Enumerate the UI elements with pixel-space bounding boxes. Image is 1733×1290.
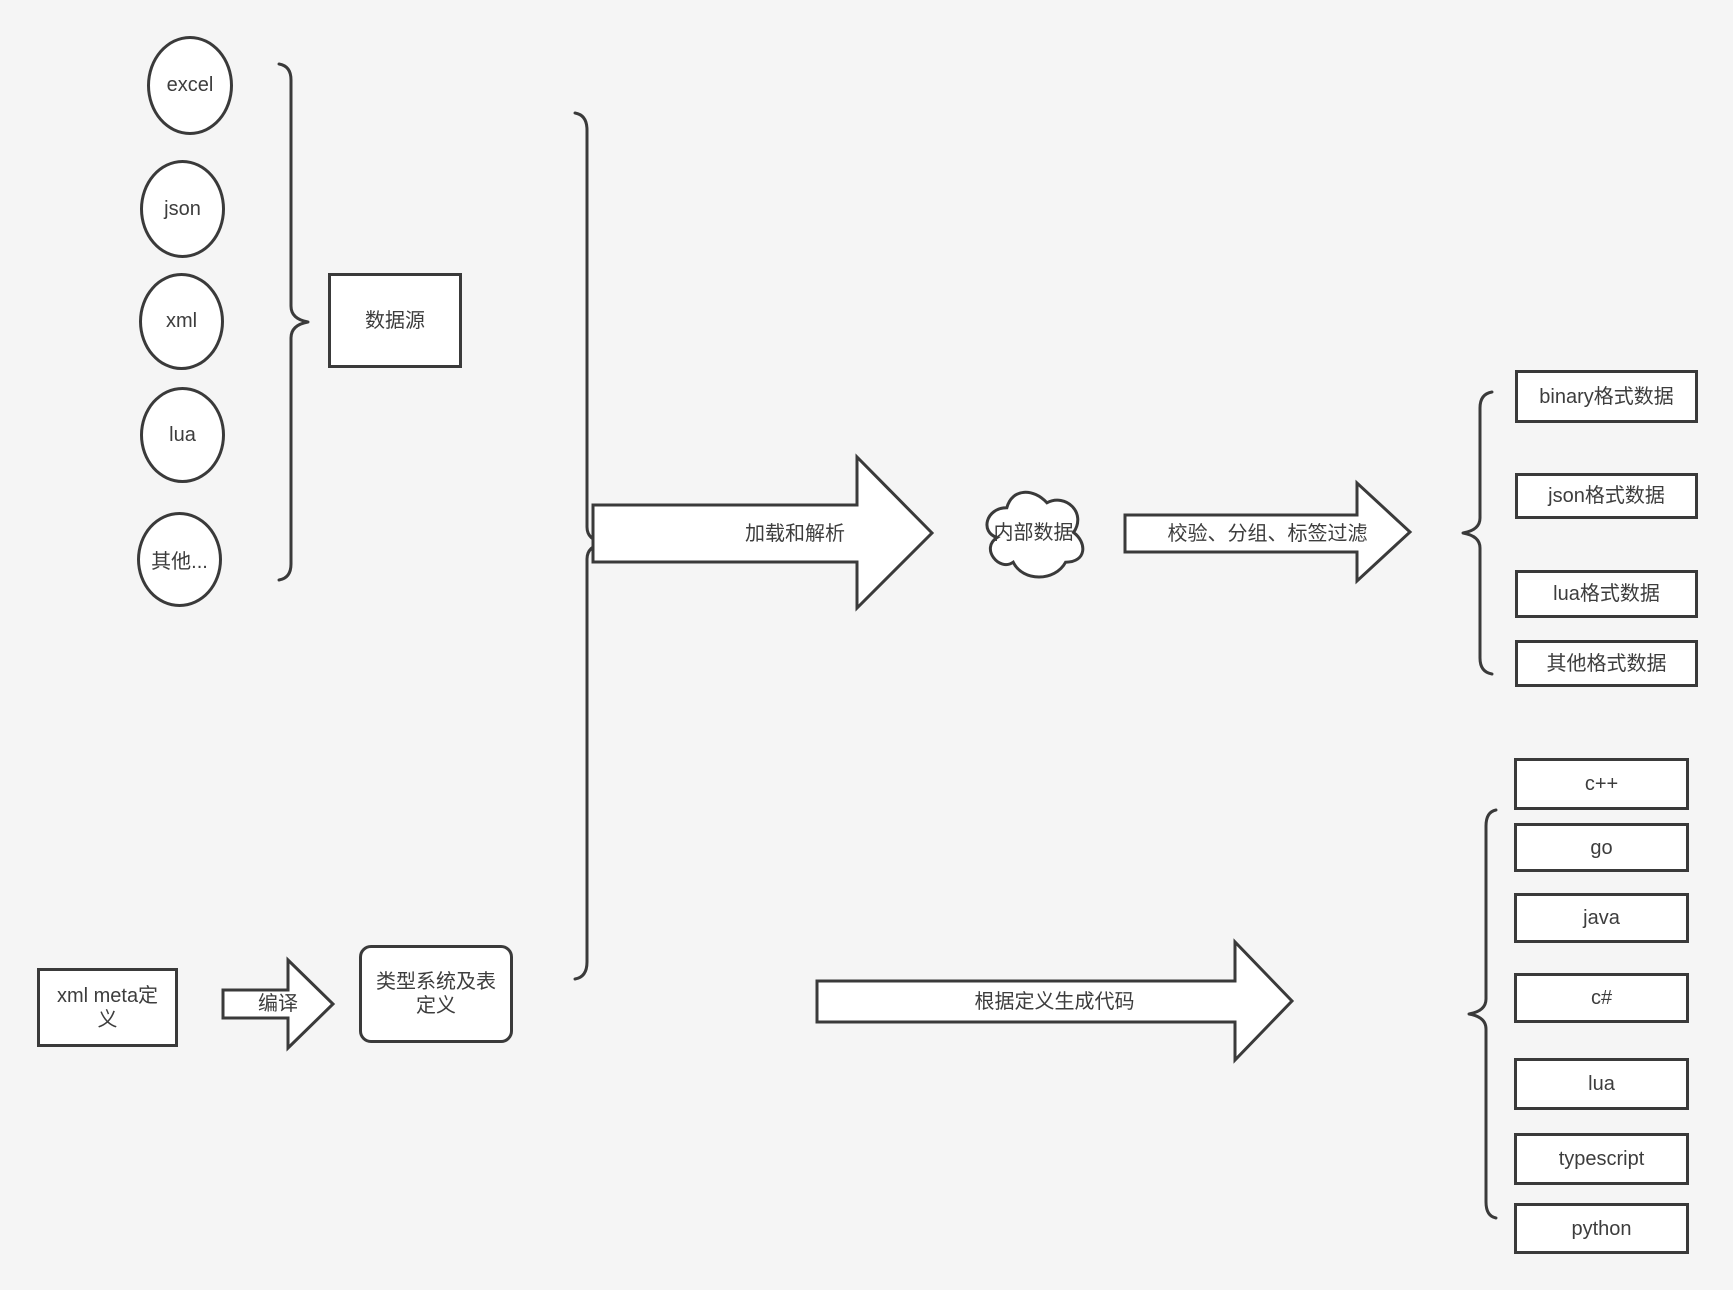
output-json-box: json格式数据 (1515, 473, 1698, 519)
internal-data-cloud (985, 490, 1085, 579)
source-node-other: 其他... (137, 512, 222, 607)
arrow-load-parse (591, 453, 935, 612)
arrow-generate-code (815, 938, 1295, 1064)
arrow-validate-filter (1123, 479, 1413, 585)
output-other-box: 其他格式数据 (1515, 640, 1698, 687)
lang-typescript-box: typescript (1514, 1133, 1689, 1185)
lang-label: c++ (1584, 773, 1619, 795)
lang-label: go (1590, 836, 1613, 859)
lang-label: python (1571, 1217, 1632, 1240)
source-node-xml: xml (139, 273, 224, 370)
data-source-group-label: 数据源 (365, 309, 425, 332)
type-system-label: 类型系统及表定义 (376, 971, 496, 1017)
xml-meta-box: xml meta定义 (37, 968, 178, 1047)
source-node-label: excel (166, 74, 214, 96)
brace-data-sources (277, 62, 310, 582)
lang-lua-box: lua (1514, 1058, 1689, 1110)
lang-label: c# (1590, 987, 1613, 1009)
output-format-label: binary格式数据 (1539, 385, 1674, 408)
arrow-compile (221, 956, 336, 1052)
source-node-label: lua (169, 423, 196, 446)
source-node-label: json (164, 197, 201, 220)
xml-meta-label: xml meta定义 (56, 984, 159, 1031)
lang-go-box: go (1514, 823, 1689, 872)
output-format-label: 其他格式数据 (1546, 652, 1667, 675)
lang-label: java (1583, 907, 1620, 929)
source-node-label: xml (165, 310, 198, 332)
source-node-lua: lua (140, 387, 225, 483)
output-binary-box: binary格式数据 (1515, 370, 1698, 423)
lang-python-box: python (1514, 1203, 1689, 1254)
output-lua-box: lua格式数据 (1515, 570, 1698, 618)
brace-language-outputs (1467, 808, 1498, 1220)
brace-format-outputs (1461, 390, 1494, 676)
source-node-label: 其他... (151, 551, 208, 573)
lang-cpp-box: c++ (1514, 758, 1689, 810)
output-format-label: json格式数据 (1548, 485, 1665, 507)
source-node-json: json (140, 160, 225, 258)
lang-java-box: java (1514, 893, 1689, 943)
output-format-label: lua格式数据 (1553, 583, 1660, 605)
source-node-excel: excel (147, 36, 233, 135)
data-source-group-box: 数据源 (328, 273, 462, 368)
type-system-box: 类型系统及表定义 (359, 945, 513, 1043)
lang-csharp-box: c# (1514, 973, 1689, 1023)
lang-label: typescript (1558, 1148, 1645, 1170)
lang-label: lua (1588, 1073, 1615, 1095)
